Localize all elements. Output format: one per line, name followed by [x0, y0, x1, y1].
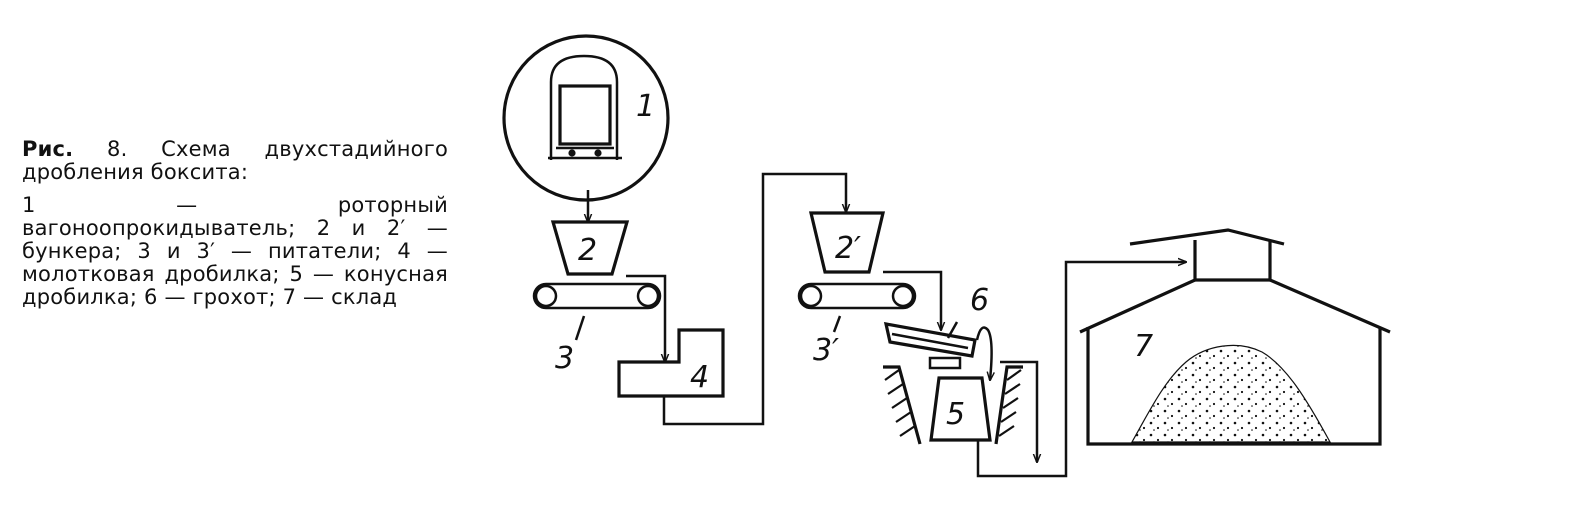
wagon-wheel: [594, 149, 602, 157]
caption-title-lead: Рис.: [22, 137, 74, 161]
cone-crusher: 5: [883, 365, 1023, 445]
bunker-2prime-body: [808, 211, 886, 274]
flow-arrow-feeder2-to-screen: [883, 270, 941, 330]
label-screen: 6: [970, 283, 989, 318]
feeder-pulley: [636, 284, 660, 308]
hatch: [1002, 397, 1019, 409]
hatch: [1000, 411, 1017, 423]
label-cone-crusher: 5: [946, 397, 965, 432]
flow-arrow-crusher-to-bunker2: [662, 172, 846, 426]
bauxite-pile: [1130, 344, 1332, 443]
caption-legend: 1 — роторный вагоноопрокидыватель; 2 и 2…: [22, 193, 448, 309]
warehouse: 7: [1079, 228, 1391, 446]
feeder-belt: [532, 282, 662, 310]
warehouse-lantern-roof: [1129, 228, 1285, 246]
screen-mesh: [891, 332, 969, 350]
feeder-3prime: 3′: [797, 282, 917, 368]
wagon-body: [558, 84, 612, 146]
bunker-body: [550, 220, 630, 276]
label-hammer-crusher: 4: [690, 360, 709, 395]
screen-leader: [946, 321, 959, 339]
feeder-leader: [574, 315, 586, 341]
caption-title-rest: 8. Схема двухстадийного дробления боксит…: [22, 137, 448, 184]
label-feeder: 3: [555, 341, 574, 376]
warehouse-roof-right: [1269, 278, 1391, 334]
warehouse-lantern: [1193, 240, 1272, 282]
foundation-left: [883, 365, 922, 445]
hatch: [891, 397, 908, 409]
flow-arrow-undersize: [1000, 360, 1037, 462]
feeder: 3: [532, 282, 662, 376]
tippler-drum: [502, 34, 670, 202]
cone-feed-chute: [928, 356, 962, 370]
flow-arrow-to-warehouse: [976, 262, 1186, 478]
feeder-3prime-pulley: [891, 284, 915, 308]
label-bunker: 2: [578, 233, 597, 268]
wagon-wheel: [568, 149, 576, 157]
hatch: [1004, 383, 1021, 395]
hatch: [1006, 369, 1022, 381]
warehouse-walls: [1086, 327, 1382, 446]
feeder-3prime-belt: [797, 282, 917, 310]
bunker-2prime: 2′: [808, 211, 886, 274]
bunker: 2: [550, 220, 630, 276]
cone-crusher-body: [929, 376, 992, 442]
label-warehouse: 7: [1134, 329, 1153, 364]
flow-arrow-feeder-to-crusher: [626, 274, 665, 362]
rotary-tippler: 1: [502, 34, 670, 202]
hatch: [899, 425, 916, 437]
feeder-3prime-leader: [832, 315, 842, 333]
vibrating-screen: 6: [883, 283, 992, 380]
foundation-right: [994, 365, 1023, 445]
hatch: [998, 425, 1015, 437]
warehouse-roof-left: [1079, 278, 1196, 334]
tippler-cradle: [549, 54, 619, 160]
hatch: [895, 411, 912, 423]
screen-deck: [883, 321, 977, 358]
label-bunker-2prime: 2′: [835, 231, 861, 266]
hammer-crusher: 4: [617, 328, 725, 398]
flow-arrow-oversize: [975, 326, 992, 380]
label-feeder-3prime: 3′: [813, 333, 839, 368]
figure-caption: Рис. 8. Схема двухстадийного дробления б…: [22, 138, 448, 309]
feeder-pulley: [534, 284, 558, 308]
caption-title: Рис. 8. Схема двухстадийного дробления б…: [22, 138, 448, 184]
hatch: [884, 369, 900, 381]
hatch: [887, 383, 904, 395]
label-tippler: 1: [636, 89, 655, 124]
feeder-3prime-pulley: [799, 284, 823, 308]
hammer-crusher-body: [617, 328, 725, 398]
